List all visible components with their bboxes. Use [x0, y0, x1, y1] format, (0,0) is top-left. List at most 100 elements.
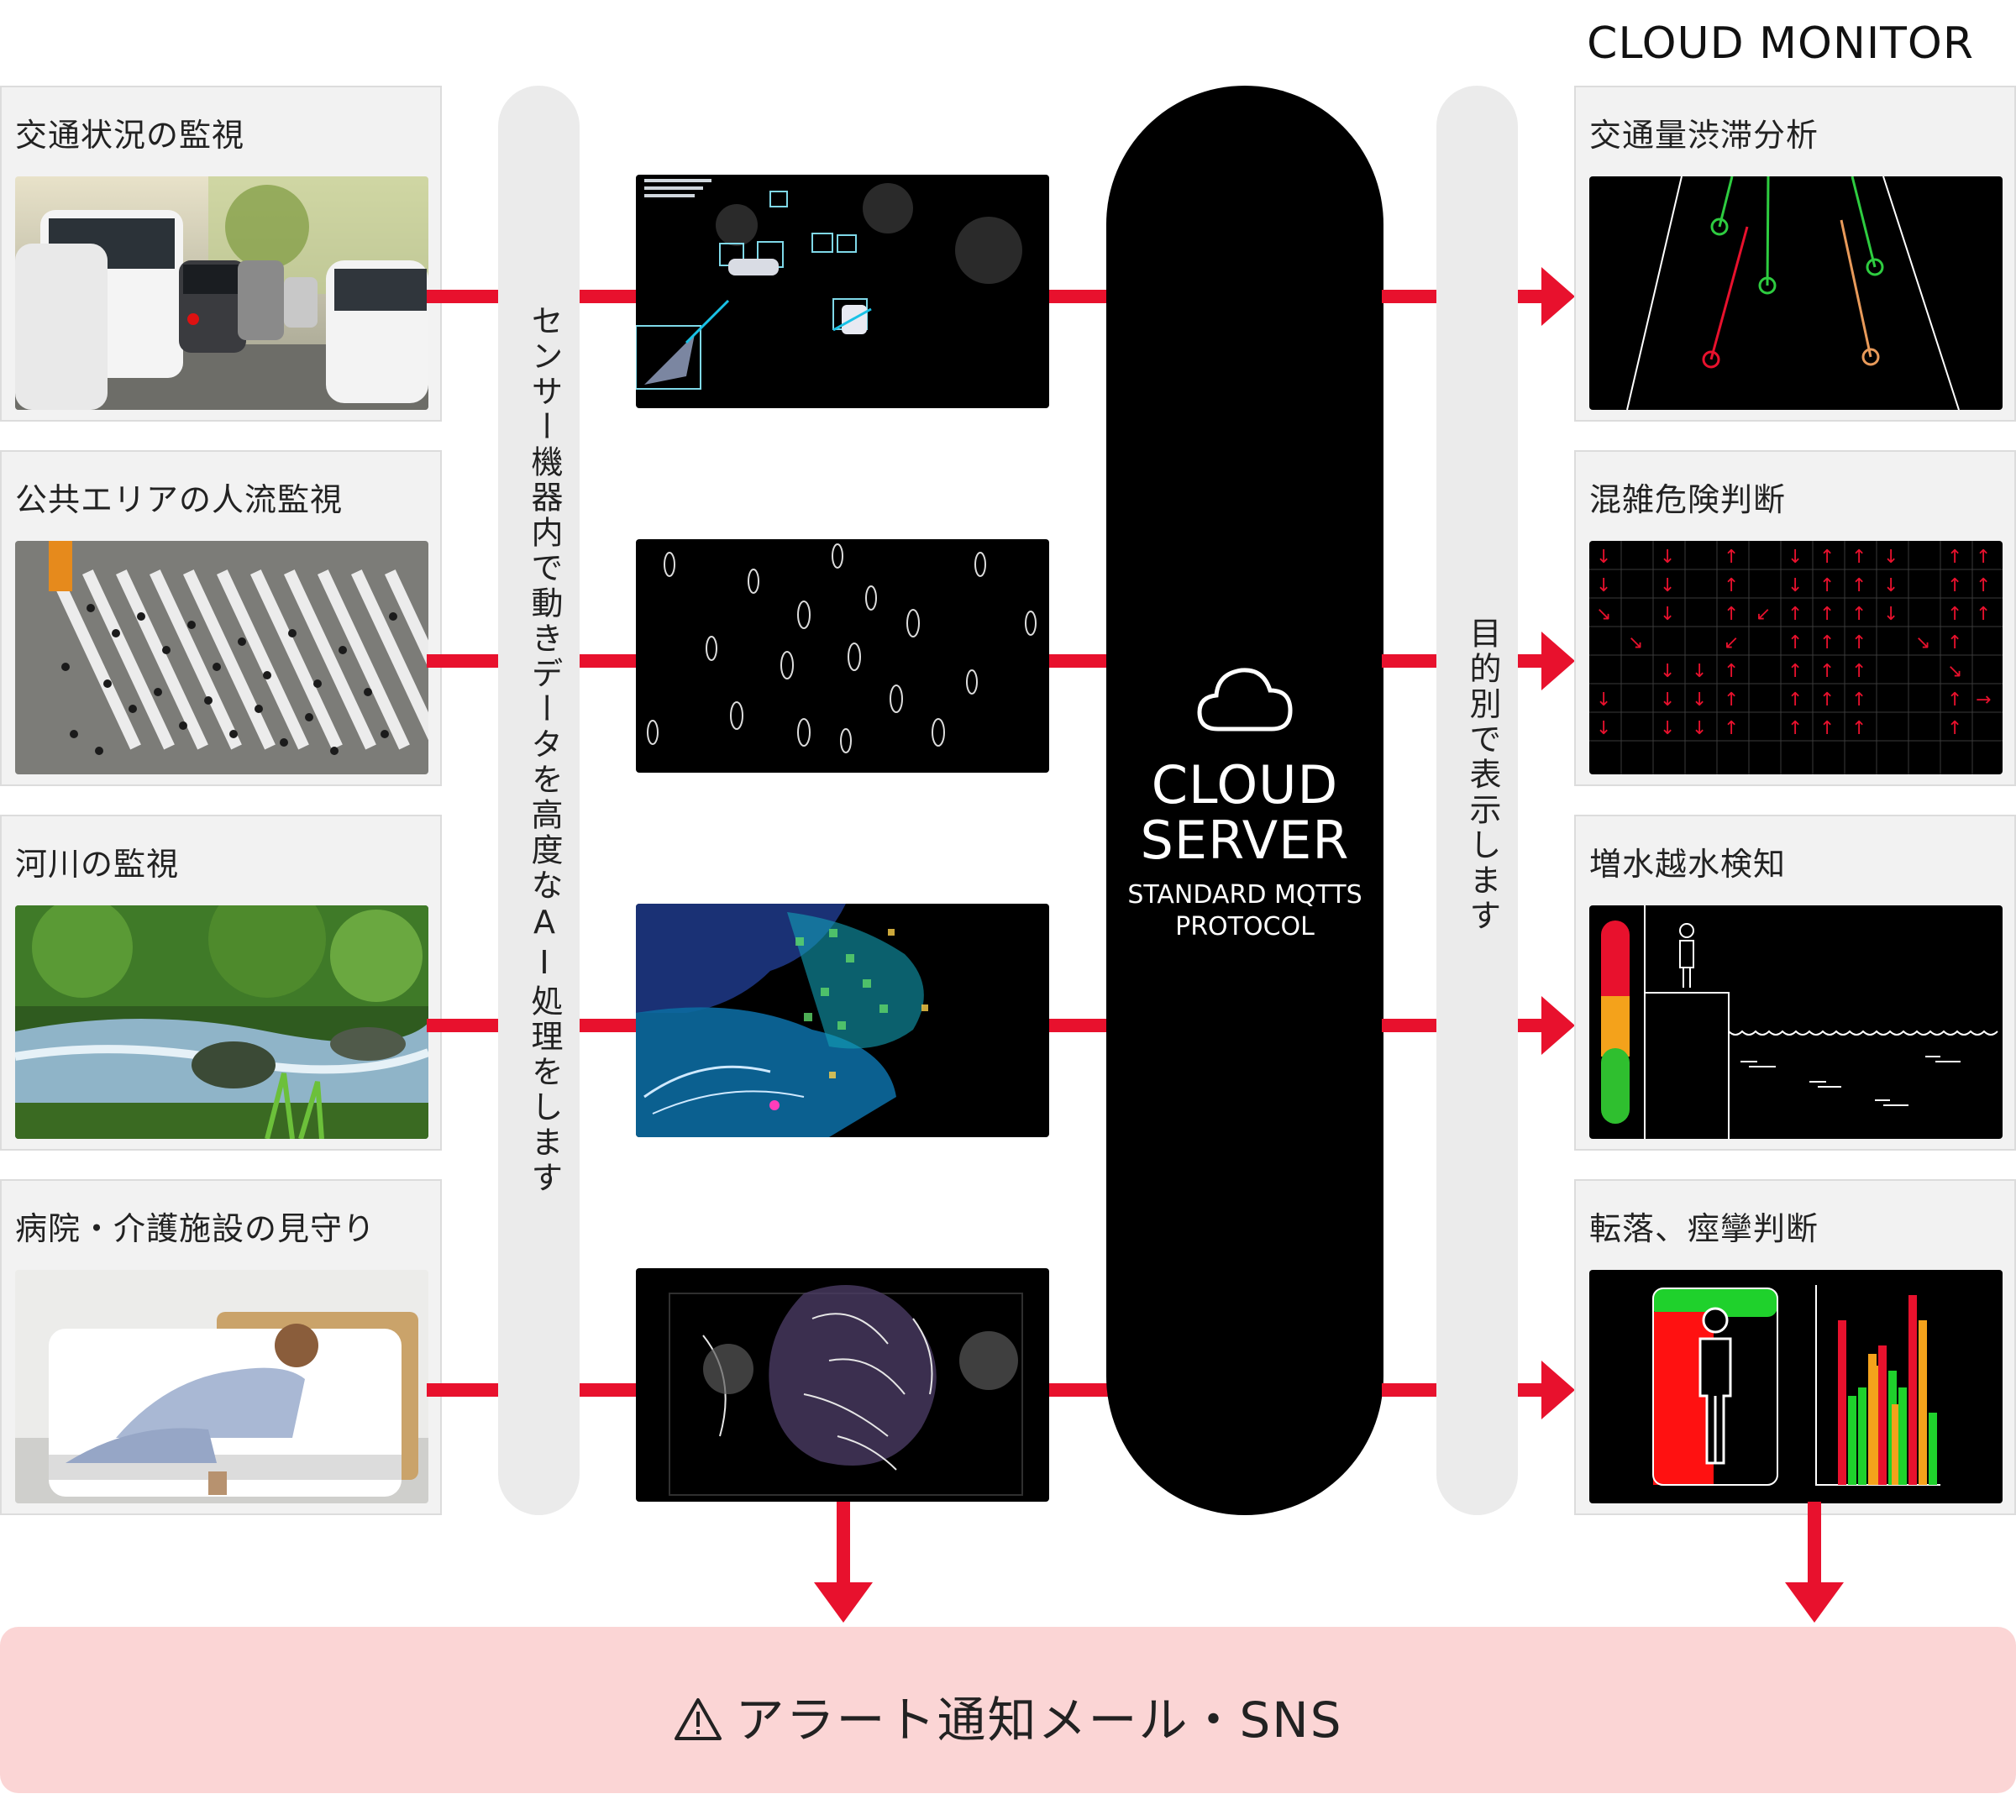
source-card-traffic: 交通状況の監視: [0, 86, 442, 422]
arrow-right-icon: [1518, 632, 1575, 690]
svg-text:↑: ↑: [1947, 632, 1962, 653]
connector-line: [1382, 1019, 1436, 1032]
svg-text:↓: ↓: [1660, 690, 1675, 711]
svg-text:↑: ↑: [1724, 718, 1739, 739]
connector-line: [580, 1019, 637, 1032]
display-purpose-text: 目的別で表示します: [1460, 616, 1506, 934]
alert-content: アラート通知メール・SNS: [0, 1681, 2016, 1754]
svg-text:↑: ↑: [1851, 575, 1866, 596]
connector-line: [427, 290, 498, 303]
output-label: 転落、痙攣判断: [1589, 1203, 1819, 1249]
svg-text:↘: ↘: [1596, 604, 1611, 625]
ai-panel-river: [636, 904, 1049, 1137]
svg-text:↑: ↑: [1851, 661, 1866, 682]
svg-text:↑: ↑: [1788, 690, 1803, 711]
server-subtitle-line1: STANDARD MQTTS: [1106, 880, 1383, 910]
svg-text:↓: ↓: [1692, 690, 1707, 711]
svg-text:↑: ↑: [1851, 604, 1866, 625]
svg-text:↑: ↑: [1819, 661, 1835, 682]
source-label: 河川の監視: [15, 838, 179, 884]
congestion-grid-graphic: ↓ ↓ ↑ ↓ ↑ ↑ ↓ ↑ ↑ ↓ ↓ ↑ ↓ ↑ ↑ ↓ ↑ ↑ ↘ ↓ ↑ ↙ ↑ ↑ ↑ ↓ ↑ ↑ ↘ ↙ ↑ ↑ ↑ ↘ ↑ ↓…: [1589, 541, 2003, 774]
source-label: 交通状況の監視: [15, 109, 244, 155]
output-card-fall-detection: 転落、痙攣判断: [1574, 1179, 2016, 1515]
svg-text:↓: ↓: [1596, 690, 1611, 711]
svg-text:↓: ↓: [1660, 718, 1675, 739]
connector-line: [580, 290, 637, 303]
svg-text:↑: ↑: [1976, 575, 1991, 596]
svg-text:↘: ↘: [1915, 632, 1930, 653]
svg-text:↑: ↑: [1851, 718, 1866, 739]
svg-text:↓: ↓: [1883, 575, 1898, 596]
flood-detection-graphic: [1589, 905, 2003, 1139]
svg-text:↑: ↑: [1724, 547, 1739, 568]
connector-line: [1382, 654, 1436, 668]
svg-text:↑: ↑: [1947, 547, 1962, 568]
svg-text:↑: ↑: [1851, 547, 1866, 568]
svg-text:↑: ↑: [1947, 718, 1962, 739]
svg-text:↑: ↑: [1724, 604, 1739, 625]
hospital-photo: [15, 1270, 428, 1503]
arrow-down-icon: [814, 1502, 873, 1623]
source-label: 公共エリアの人流監視: [15, 474, 343, 520]
warning-icon: [673, 1697, 723, 1754]
traffic-analysis-graphic: [1589, 176, 2003, 410]
svg-text:↑: ↑: [1819, 547, 1835, 568]
crowd-photo: [15, 541, 428, 774]
alert-notification-bar: アラート通知メール・SNS: [0, 1627, 2016, 1793]
svg-text:↑: ↑: [1788, 632, 1803, 653]
sensor-processing-text: センサー機器内で動きデータを高度なAI処理をします: [522, 304, 568, 1196]
svg-text:↓: ↓: [1788, 575, 1803, 596]
fall-detection-graphic: [1589, 1270, 2003, 1503]
svg-text:↑: ↑: [1788, 718, 1803, 739]
svg-text:↑: ↑: [1819, 718, 1835, 739]
connector-line: [1049, 654, 1108, 668]
server-title-line2: SERVER: [1106, 810, 1383, 871]
svg-text:↓: ↓: [1692, 718, 1707, 739]
svg-text:↑: ↑: [1976, 604, 1991, 625]
svg-text:↑: ↑: [1724, 575, 1739, 596]
svg-text:↓: ↓: [1660, 604, 1675, 625]
svg-text:↙: ↙: [1724, 632, 1739, 653]
connector-line: [427, 1019, 498, 1032]
svg-text:↑: ↑: [1724, 661, 1739, 682]
connector-line: [427, 654, 498, 668]
source-card-river: 河川の監視: [0, 815, 442, 1151]
svg-text:↓: ↓: [1660, 661, 1675, 682]
svg-text:↓: ↓: [1596, 547, 1611, 568]
svg-text:↑: ↑: [1976, 547, 1991, 568]
output-card-flood-detection: 増水越水検知: [1574, 815, 2016, 1151]
server-title-line1: CLOUD: [1106, 754, 1383, 816]
svg-text:↑: ↑: [1947, 690, 1962, 711]
arrow-right-icon: [1518, 267, 1575, 326]
cloud-icon: [1194, 662, 1295, 737]
connector-line: [1049, 1383, 1108, 1397]
svg-text:↑: ↑: [1788, 661, 1803, 682]
svg-text:↓: ↓: [1596, 718, 1611, 739]
connector-line: [1049, 290, 1108, 303]
svg-text:↑: ↑: [1788, 604, 1803, 625]
svg-text:↑: ↑: [1819, 604, 1835, 625]
source-label: 病院・介護施設の見守り: [15, 1203, 375, 1249]
svg-text:↓: ↓: [1660, 575, 1675, 596]
ai-panel-hospital: [636, 1268, 1049, 1502]
svg-text:↑: ↑: [1851, 690, 1866, 711]
cloud-server: CLOUD SERVER STANDARD MQTTS PROTOCOL: [1106, 86, 1383, 1515]
output-label: 増水越水検知: [1589, 838, 1786, 884]
ai-panel-crowd: [636, 539, 1049, 773]
display-purpose-pill: 目的別で表示します: [1436, 86, 1518, 1515]
alert-text: アラート通知メール・SNS: [735, 1691, 1342, 1749]
svg-text:↘: ↘: [1628, 632, 1643, 653]
connector-line: [427, 1383, 498, 1397]
sensor-processing-pill: センサー機器内で動きデータを高度なAI処理をします: [498, 86, 580, 1515]
ai-panel-traffic: [636, 175, 1049, 408]
svg-text:↙: ↙: [1756, 604, 1771, 625]
svg-text:↓: ↓: [1883, 547, 1898, 568]
svg-text:↑: ↑: [1851, 632, 1866, 653]
svg-text:↑: ↑: [1819, 690, 1835, 711]
output-card-traffic-analysis: 交通量渋滞分析: [1574, 86, 2016, 422]
svg-text:↑: ↑: [1819, 632, 1835, 653]
svg-text:↓: ↓: [1596, 575, 1611, 596]
arrow-down-icon: [1785, 1502, 1844, 1623]
page-title: CLOUD MONITOR: [1587, 18, 1974, 69]
svg-text:↑: ↑: [1724, 690, 1739, 711]
